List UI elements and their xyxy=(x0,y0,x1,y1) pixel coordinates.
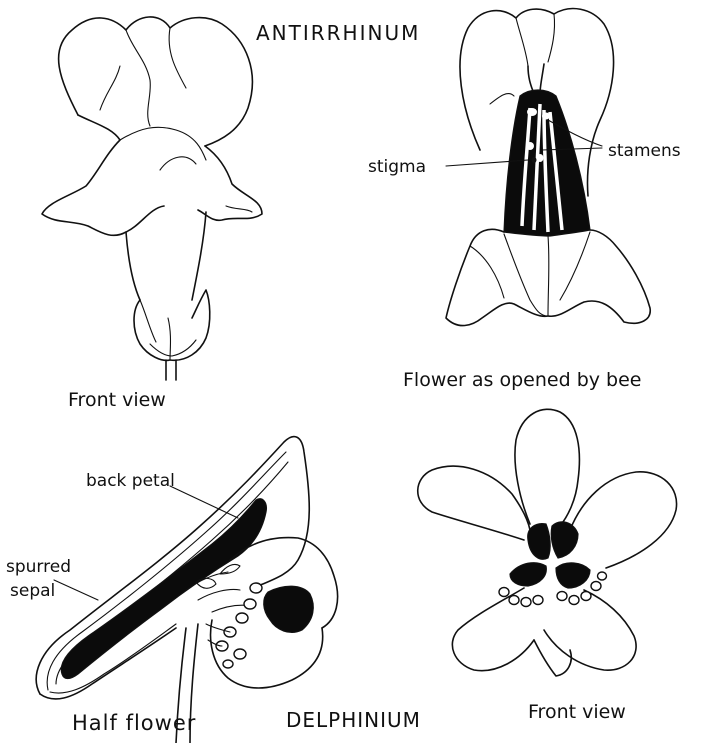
delphinium-half-flower-drawing xyxy=(36,437,337,743)
title-delphinium: DELPHINIUM xyxy=(286,708,421,732)
caption-antirrhinum-opened-by-bee: Flower as opened by bee xyxy=(403,369,641,391)
label-spurred-sepal-line1: spurred xyxy=(6,557,71,577)
antirrhinum-front-view-drawing xyxy=(42,17,262,380)
title-antirrhinum: ANTIRRHINUM xyxy=(256,21,420,45)
caption-delphinium-front-view: Front view xyxy=(528,701,626,723)
label-stamens: stamens xyxy=(608,141,681,161)
antirrhinum-opened-drawing xyxy=(446,9,650,326)
caption-antirrhinum-front-view: Front view xyxy=(68,389,166,411)
label-spurred-sepal-line2: sepal xyxy=(10,581,55,601)
delphinium-front-view-drawing xyxy=(418,409,677,676)
label-stigma: stigma xyxy=(368,157,426,177)
caption-delphinium-half-flower: Half flower xyxy=(72,711,196,735)
label-back-petal: back petal xyxy=(86,471,175,491)
